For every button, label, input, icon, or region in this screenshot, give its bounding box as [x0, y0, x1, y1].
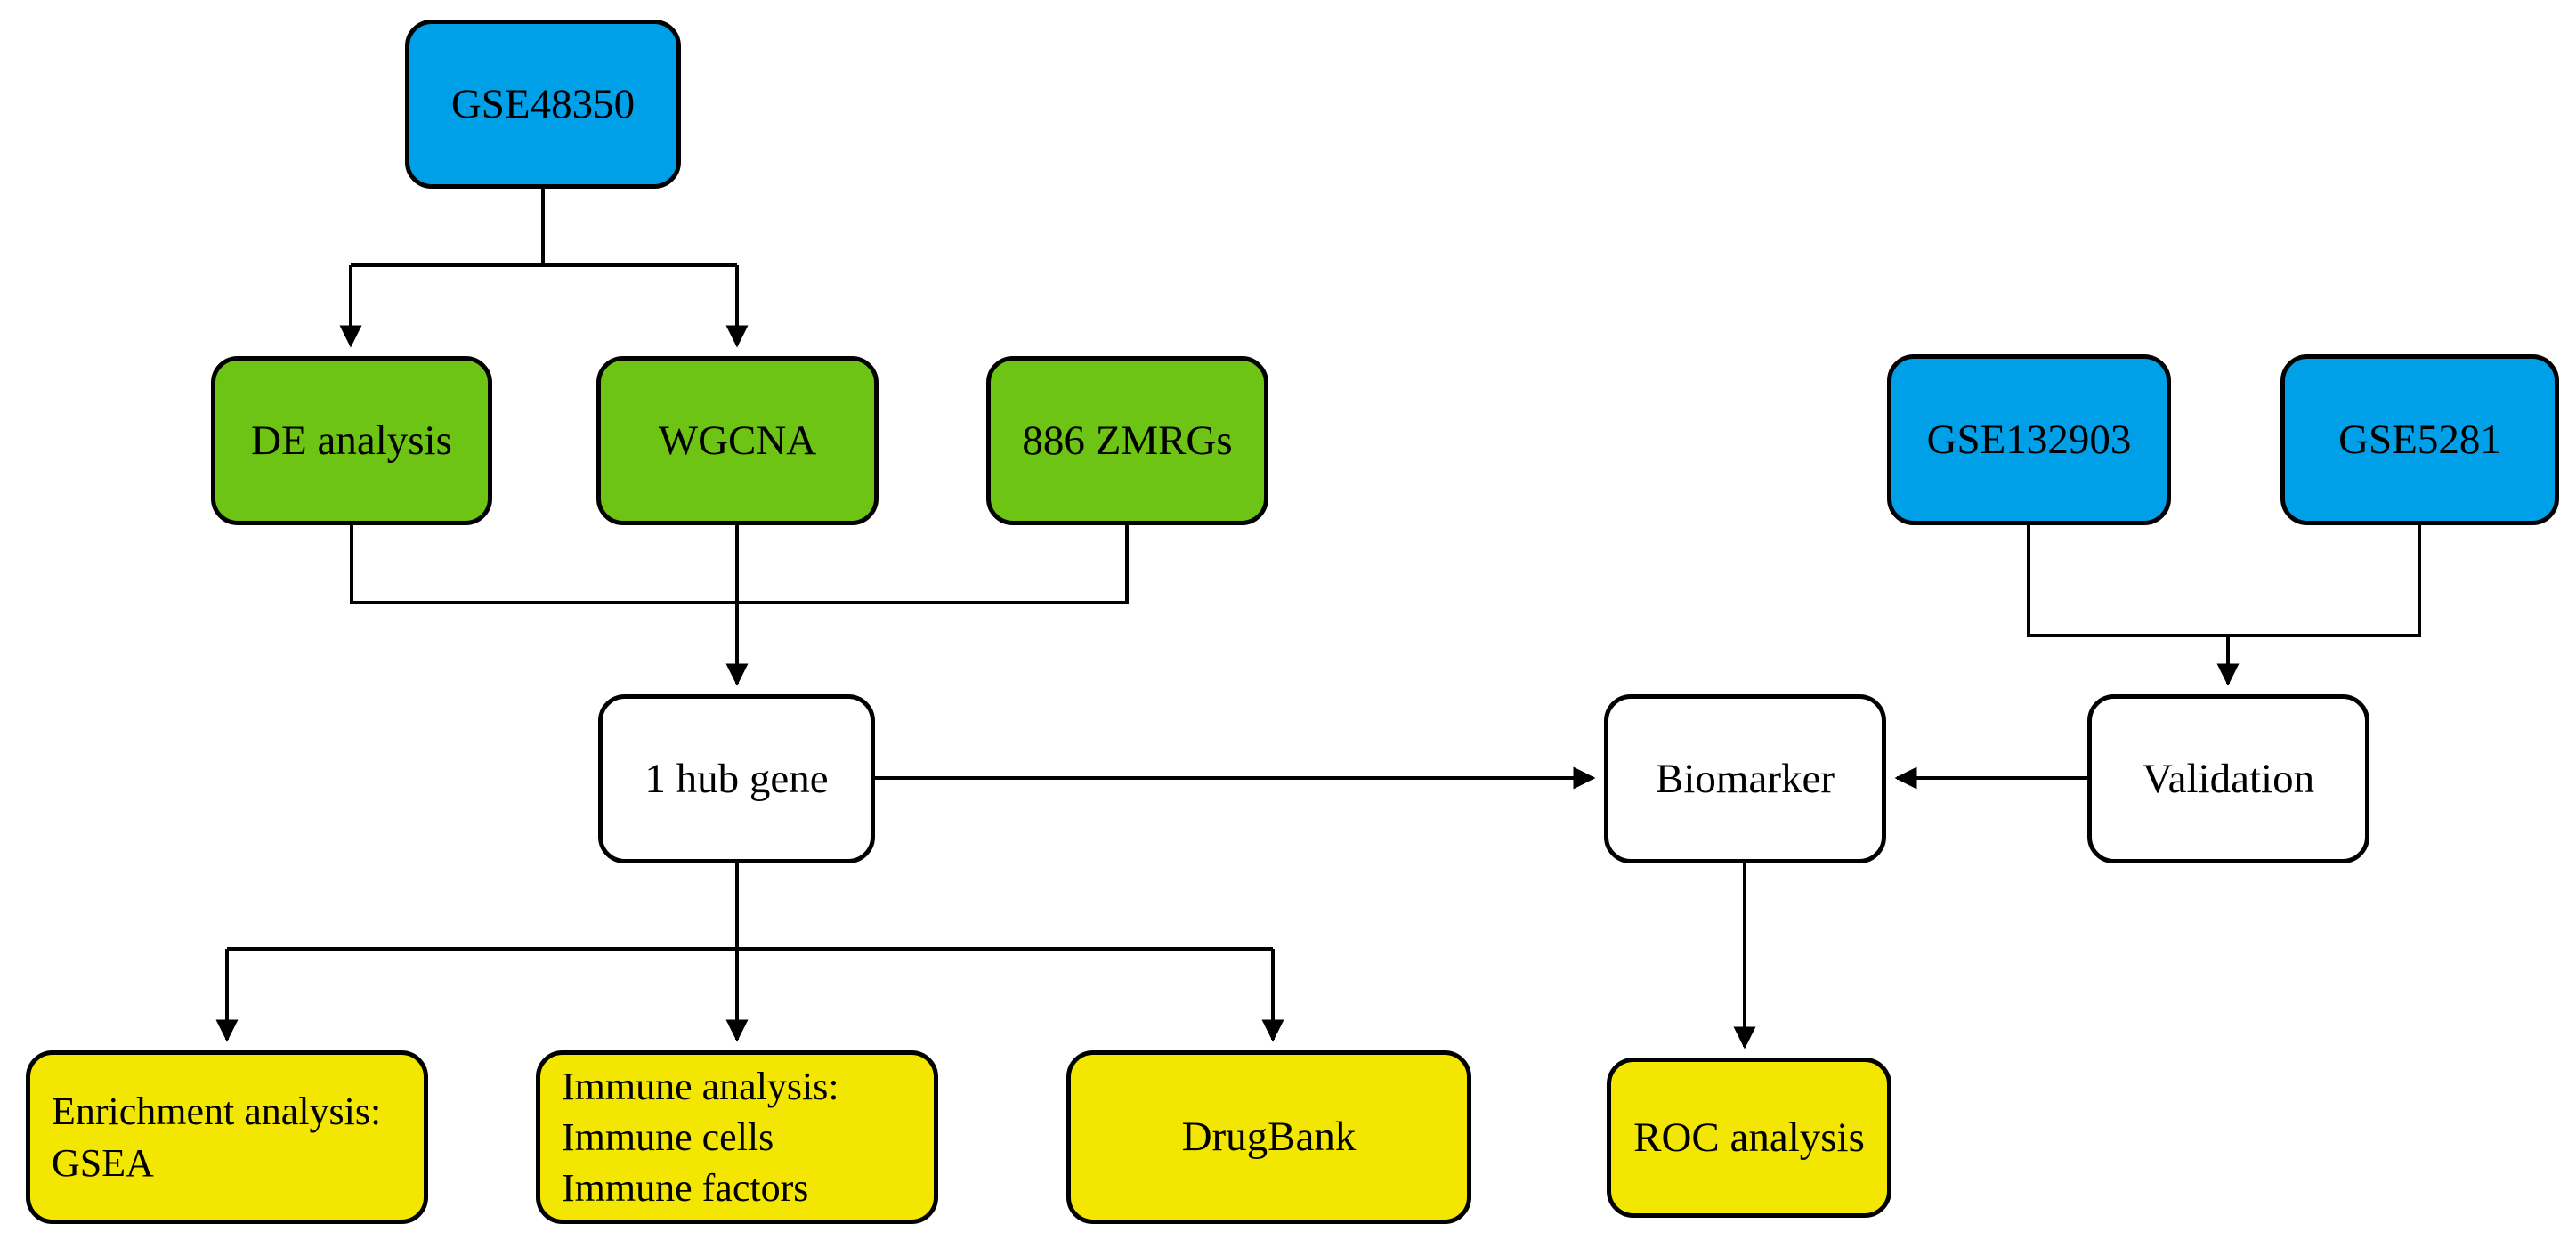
node-label-line: Enrichment analysis:	[52, 1090, 382, 1134]
node-label: GSE5281	[2338, 416, 2501, 463]
node-label-line: Immune factors	[562, 1166, 809, 1211]
node-biomarker: Biomarker	[1604, 694, 1886, 863]
node-label-line: Immune cells	[562, 1114, 774, 1159]
node-label: 886 ZMRGs	[1022, 417, 1233, 464]
node-label: Biomarker	[1656, 755, 1835, 802]
node-label: DE analysis	[251, 417, 452, 464]
node-label-line: GSEA	[52, 1140, 154, 1185]
node-hub-gene: 1 hub gene	[598, 694, 875, 863]
node-gse48350: GSE48350	[405, 20, 681, 189]
node-drugbank: DrugBank	[1066, 1050, 1471, 1224]
node-enrichment-analysis: Enrichment analysis: GSEA	[26, 1050, 428, 1224]
node-de-analysis: DE analysis	[211, 356, 492, 525]
node-label: ROC analysis	[1633, 1114, 1865, 1161]
node-validation: Validation	[2087, 694, 2369, 863]
node-label: DrugBank	[1181, 1114, 1357, 1161]
node-label: GSE132903	[1926, 416, 2132, 463]
node-label-line: Immune analysis:	[562, 1064, 839, 1108]
node-886-zmrgs: 886 ZMRGs	[986, 356, 1268, 525]
node-label: Validation	[2142, 755, 2315, 802]
node-roc-analysis: ROC analysis	[1607, 1058, 1891, 1218]
node-wgcna: WGCNA	[596, 356, 879, 525]
node-immune-analysis: Immune analysis: Immune cells Immune fac…	[536, 1050, 938, 1224]
node-label: GSE48350	[450, 80, 636, 127]
node-gse132903: GSE132903	[1887, 354, 2171, 525]
node-label: 1 hub gene	[644, 755, 829, 802]
node-label: WGCNA	[658, 417, 817, 464]
node-gse5281: GSE5281	[2280, 354, 2559, 525]
